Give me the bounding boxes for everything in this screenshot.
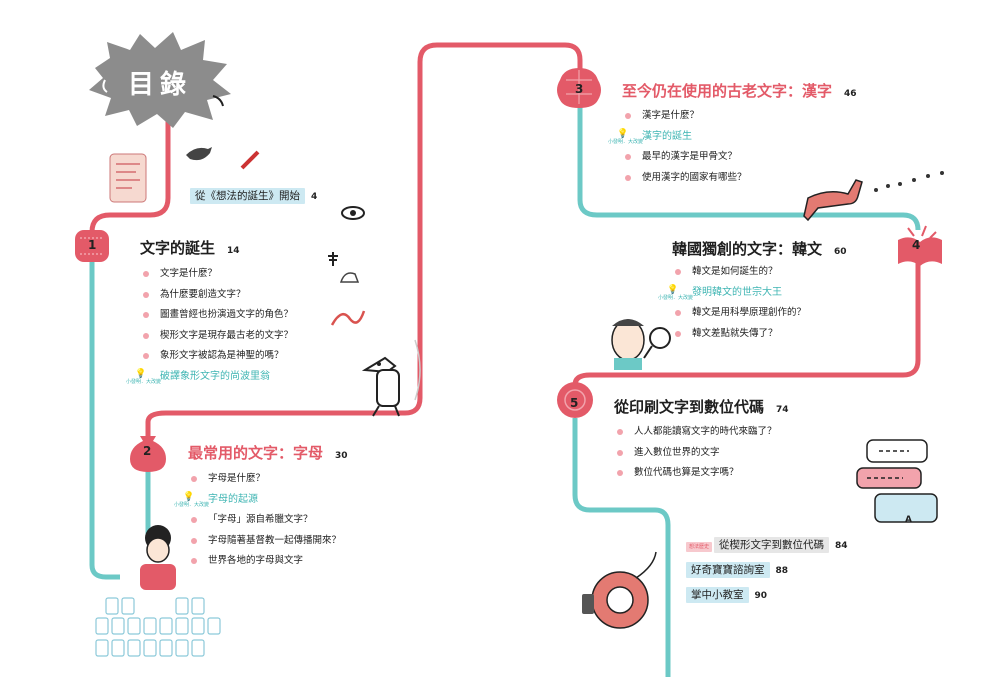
extra-label: 從楔形文字到數位代碼 bbox=[714, 537, 830, 553]
list-item[interactable]: 數位代碼也算是文字嗎？ bbox=[614, 463, 777, 484]
chapter-2-page: 30 bbox=[335, 451, 348, 461]
chapter-1-marker-icon bbox=[75, 230, 109, 262]
chapter-2-number: 2 bbox=[143, 444, 152, 458]
chapter-3-list: 漢字是什麼？ 💡小發明．大改變漢字的誕生 最早的漢字是甲骨文？ 使用漢字的國家有… bbox=[608, 106, 747, 189]
scroll-icon bbox=[109, 153, 147, 203]
history-tag: 想法歷史 bbox=[686, 542, 713, 552]
intro-label: 從《想法的誕生》開始 bbox=[190, 188, 305, 204]
chapter-4-marker-icon bbox=[898, 225, 942, 266]
chapter-4-title: 韓國獨創的文字：韓文 bbox=[672, 240, 823, 258]
chapter-5-marker-icon bbox=[557, 382, 593, 418]
list-item[interactable]: 圖畫曾經也扮演過文字的角色？ bbox=[140, 305, 293, 326]
footprints-icon bbox=[874, 171, 944, 192]
kid-character-icon bbox=[140, 525, 176, 590]
chapter-4-page: 60 bbox=[834, 247, 847, 257]
papyrus-icon bbox=[240, 150, 260, 170]
snake-glyph-icon bbox=[330, 310, 366, 326]
extra-label: 好奇寶寶諮詢室 bbox=[686, 562, 770, 578]
chapter-5-title: 從印刷文字到數位代碼 bbox=[614, 398, 765, 416]
intro-entry[interactable]: 從《想法的誕生》開始 4 bbox=[190, 188, 318, 204]
extra-page: 88 bbox=[775, 566, 789, 576]
chapter-1-list: 文字是什麼？ 為什麼要創造文字？ 圖畫曾經也扮演過文字的角色？ 楔形文字是現存最… bbox=[126, 264, 293, 387]
chapter-2-title: 最常用的文字：字母 bbox=[188, 444, 324, 462]
special-item[interactable]: 💡小發明．大改變破譯象形文字的尚波里翁 bbox=[126, 368, 270, 385]
extra-entry-classroom[interactable]: 掌中小教室 90 bbox=[686, 587, 768, 603]
extra-entry-history[interactable]: 想法歷史從楔形文字到數位代碼 84 bbox=[686, 537, 848, 553]
list-item[interactable]: 進入數位世界的文字 bbox=[614, 443, 777, 464]
special-item[interactable]: 💡小發明．大改變字母的起源 bbox=[174, 491, 258, 508]
intro-page: 4 bbox=[311, 192, 318, 202]
list-item[interactable]: 人人都能讀寫文字的時代來臨了？ bbox=[614, 422, 777, 443]
list-item[interactable]: 字母是什麼？ bbox=[188, 469, 341, 490]
chapter-3-heading[interactable]: 至今仍在使用的古老文字：漢字 46 bbox=[622, 80, 857, 101]
chapter-3-page: 46 bbox=[844, 89, 857, 99]
list-item[interactable]: 「字母」源自希臘文字？ bbox=[188, 510, 341, 531]
bird-icon bbox=[186, 147, 212, 161]
deer-icon bbox=[803, 179, 863, 222]
list-item[interactable]: 文字是什麼？ bbox=[140, 264, 293, 285]
chapter-2-marker-icon bbox=[130, 436, 166, 472]
list-item[interactable]: 楔形文字是現存最古老的文字？ bbox=[140, 326, 293, 347]
chapter-1-page: 14 bbox=[227, 246, 240, 256]
extra-page: 84 bbox=[835, 541, 848, 551]
chapter-4-number: 4 bbox=[912, 238, 921, 252]
lightbulb-icon: 💡小發明．大改變 bbox=[658, 284, 694, 301]
chapter-5-number: 5 bbox=[570, 396, 579, 410]
list-item[interactable]: 使用漢字的國家有哪些？ bbox=[622, 168, 747, 189]
chapter-3-title: 至今仍在使用的古老文字：漢字 bbox=[622, 82, 833, 100]
lightbulb-icon: 💡小發明．大改變 bbox=[126, 368, 162, 385]
chat-bubble-letter: A bbox=[905, 515, 912, 525]
chapter-4-list: 韓文是如何誕生的？ 💡小發明．大改變發明韓文的世宗大王 韓文是用科學原理創作的？… bbox=[658, 262, 806, 345]
list-item[interactable]: 韓文是如何誕生的？ bbox=[672, 262, 806, 283]
sejong-character-icon bbox=[611, 319, 671, 370]
extra-page: 90 bbox=[754, 591, 768, 601]
letter-cards-icon bbox=[95, 597, 221, 657]
special-item[interactable]: 💡小發明．大改變漢字的誕生 bbox=[608, 128, 692, 145]
chapter-5-page: 74 bbox=[776, 405, 789, 415]
extra-label: 掌中小教室 bbox=[686, 587, 749, 603]
list-item[interactable]: 最早的漢字是甲骨文？ bbox=[622, 147, 747, 168]
lightbulb-icon: 💡小發明．大改變 bbox=[608, 128, 644, 145]
chapter-5-heading[interactable]: 從印刷文字到數位代碼 74 bbox=[614, 396, 789, 417]
chapter-4-heading[interactable]: 韓國獨創的文字：韓文 60 bbox=[672, 238, 847, 259]
list-item[interactable]: 韓文是用科學原理創作的？ bbox=[672, 303, 806, 324]
list-item[interactable]: 世界各地的字母與文字 bbox=[188, 551, 341, 572]
lightbulb-icon: 💡小發明．大改變 bbox=[174, 491, 210, 508]
chapter-2-list: 字母是什麼？ 💡小發明．大改變字母的起源 「字母」源自希臘文字？ 字母隨著基督教… bbox=[174, 469, 341, 572]
chat-bubbles-icon bbox=[856, 439, 938, 523]
chapter-1-title: 文字的誕生 bbox=[140, 239, 216, 257]
dog-character-icon bbox=[361, 339, 421, 417]
special-item[interactable]: 💡小發明．大改變發明韓文的世宗大王 bbox=[658, 284, 782, 301]
chapter-2-heading[interactable]: 最常用的文字：字母 30 bbox=[188, 442, 348, 463]
chapter-3-marker-icon bbox=[557, 68, 601, 108]
list-item[interactable]: 漢字是什麼？ bbox=[622, 106, 747, 127]
chapter-3-number: 3 bbox=[575, 82, 584, 96]
owl-glyph-icon bbox=[339, 272, 360, 283]
eye-glyph-icon bbox=[341, 206, 365, 220]
list-item[interactable]: 字母隨著基督教一起傳播開來？ bbox=[188, 531, 341, 552]
chapter-1-number: 1 bbox=[88, 238, 97, 252]
chapter-5-list: 人人都能讀寫文字的時代來臨了？ 進入數位世界的文字 數位代碼也算是文字嗎？ bbox=[614, 422, 777, 484]
plant-glyph-icon bbox=[328, 252, 338, 266]
extra-entry-qa[interactable]: 好奇寶寶諮詢室 88 bbox=[686, 562, 789, 578]
page-title: 目錄 bbox=[128, 70, 193, 100]
list-item[interactable]: 象形文字被認為是神聖的嗎？ bbox=[140, 346, 293, 367]
list-item[interactable]: 韓文差點就失傳了？ bbox=[672, 324, 806, 345]
list-item[interactable]: 為什麼要創造文字？ bbox=[140, 285, 293, 306]
chapter-1-heading[interactable]: 文字的誕生 14 bbox=[140, 237, 240, 258]
cat-character-icon bbox=[582, 551, 657, 629]
title-burst-shape bbox=[89, 32, 231, 128]
